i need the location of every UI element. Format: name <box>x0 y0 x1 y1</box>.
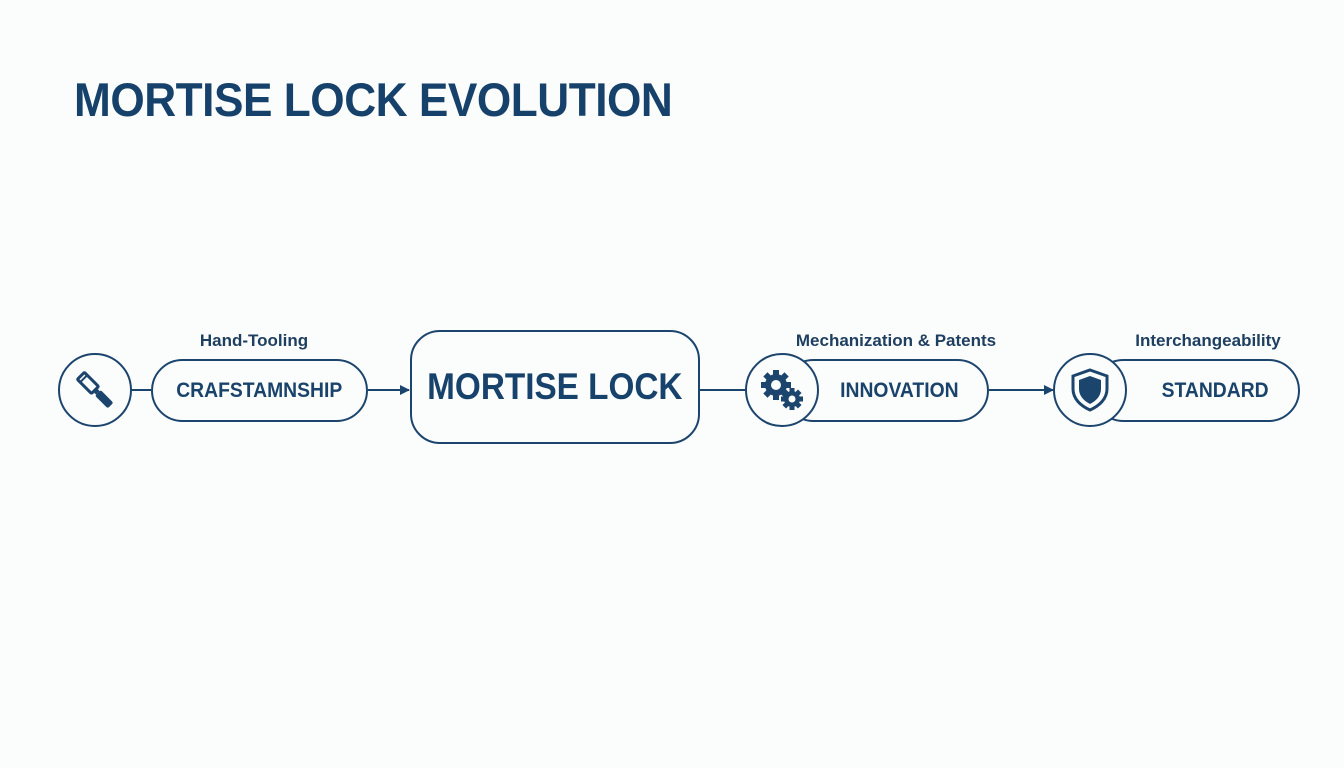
chisel-icon <box>58 353 132 427</box>
stage-pill-standard: STANDARD <box>1092 359 1300 422</box>
center-node-mortise-lock: MORTISE LOCK <box>410 330 700 444</box>
stage-label-craftsmanship: CRAFSTAMNSHIP <box>176 378 343 402</box>
stage-label-standard: STANDARD <box>1161 378 1269 402</box>
stage-caption-mechanization: Mechanization & Patents <box>795 331 997 350</box>
shield-icon <box>1053 353 1127 427</box>
diagram-title: MORTISE LOCK EVOLUTION <box>74 73 673 126</box>
stage-pill-innovation: INNOVATION <box>782 359 989 422</box>
gears-icon <box>745 353 819 427</box>
stage-caption-hand-tooling: Hand-Tooling <box>199 331 309 350</box>
stage-caption-interchangeability: Interchangeability <box>1135 331 1281 350</box>
stage-label-innovation: INNOVATION <box>840 378 959 402</box>
center-label: MORTISE LOCK <box>427 366 683 407</box>
stage-pill-craftsmanship: CRAFSTAMNSHIP <box>151 359 368 422</box>
